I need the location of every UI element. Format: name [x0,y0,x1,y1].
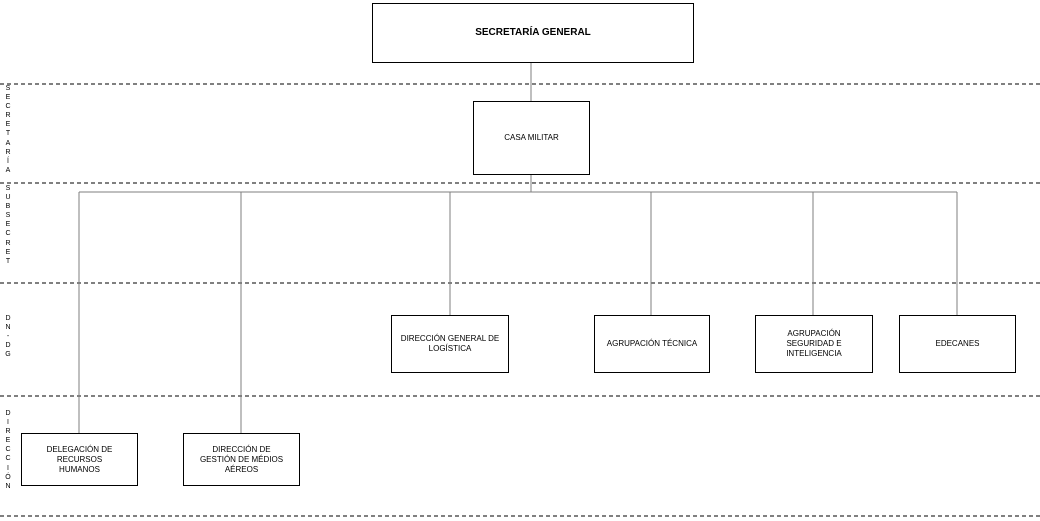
level-letter: A [5,139,11,147]
node-label: AGRUPACIÓN TÉCNICA [606,339,698,348]
level-letter: E [5,221,11,229]
level-letter: N [5,324,11,332]
level-letter: R [5,239,11,247]
node-direccion-medios-aereos[interactable]: DIRECCIÓN DE GESTIÓN DE MÉDIOS AÉREOS [183,433,300,486]
connectors [78,63,958,433]
level-letter: T [5,130,11,138]
level-letter: - [6,333,10,341]
level-letter: S [5,85,11,92]
node-label: DELEGACIÓN DE RECURSOS HUMANOS [46,444,113,474]
level-letter: D [5,315,11,322]
level-letter: E [5,437,11,445]
level-letter: C [5,103,11,111]
node-delegacion-recursos-humanos[interactable]: DELEGACIÓN DE RECURSOS HUMANOS [21,433,138,486]
level-letter: I [7,419,9,427]
level-letter: Ó [5,473,11,481]
level-letter: R [5,112,11,120]
level-letter: A [5,166,11,174]
node-label: AGRUPACIÓN SEGURIDAD E INTELIGENCIA [786,329,842,358]
level-letter: E [5,94,11,102]
node-label: DIRECCIÓN GENERAL DE LOGÍSTICA [400,334,500,353]
level-letter: I [7,464,9,472]
level-letter: R [5,428,11,436]
level-letter: C [5,446,11,454]
level-letter: E [5,121,11,129]
node-label: DIRECCIÓN DE GESTIÓN DE MÉDIOS AÉREOS [199,444,284,474]
level-letter: C [5,455,11,463]
node-secretaria-general[interactable]: SECRETARÍA GENERAL [372,3,694,63]
level-letter: C [5,230,11,238]
node-agrupacion-seguridad[interactable]: AGRUPACIÓN SEGURIDAD E INTELIGENCIA [755,315,873,373]
level-separators [0,83,1040,517]
level-letter: S [5,185,11,192]
node-edecanes[interactable]: EDECANES [899,315,1016,373]
level-letter: D [5,342,11,350]
level-letter: B [5,203,11,211]
level-letter: N [5,482,11,490]
level-letter: E [5,248,11,256]
node-label: SECRETARÍA GENERAL [475,26,591,38]
node-agrupacion-tecnica[interactable]: AGRUPACIÓN TÉCNICA [594,315,710,373]
level-letter: Í [7,157,9,165]
level-letter: U [5,194,11,202]
level-letter: D [5,410,11,417]
node-label: CASA MILITAR [504,133,559,142]
level-letter: T [5,257,11,265]
node-direccion-general-logistica[interactable]: DIRECCIÓN GENERAL DE LOGÍSTICA [391,315,509,373]
level-letter: G [5,351,11,359]
node-casa-militar[interactable]: CASA MILITAR [473,101,590,175]
level-letter: S [5,212,11,220]
node-label: EDECANES [935,339,980,348]
level-letter: R [5,148,11,156]
